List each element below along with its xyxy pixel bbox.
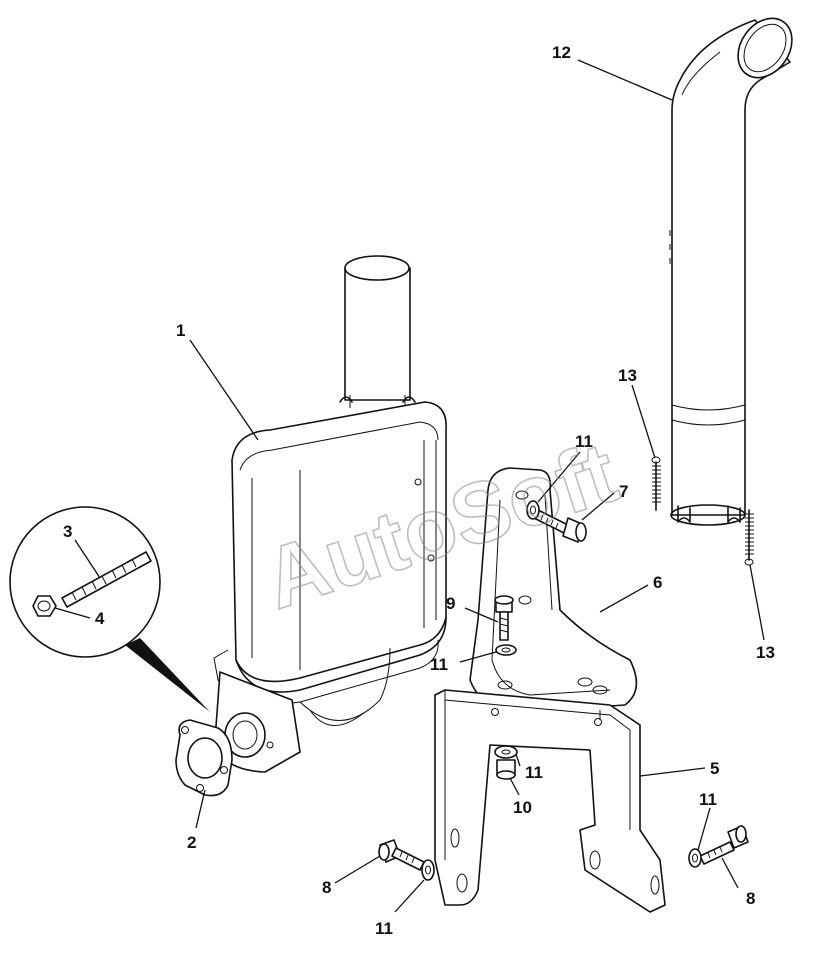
frame-bracket[interactable] bbox=[434, 689, 666, 913]
bolt-7[interactable] bbox=[533, 509, 587, 543]
washer-left[interactable] bbox=[421, 859, 435, 881]
washer-nut[interactable] bbox=[494, 745, 518, 759]
callout-8-right: 8 bbox=[746, 889, 755, 908]
callout-11-left: 11 bbox=[375, 919, 393, 938]
tail-pipe[interactable] bbox=[669, 8, 803, 526]
spring-lower[interactable] bbox=[744, 509, 754, 566]
washer-upper[interactable] bbox=[526, 500, 540, 520]
bolt-9[interactable] bbox=[494, 595, 514, 641]
callout-10: 10 bbox=[513, 798, 532, 817]
callout-4: 4 bbox=[95, 609, 105, 628]
detail-view bbox=[9, 506, 210, 712]
callout-12: 12 bbox=[552, 43, 571, 62]
gasket[interactable] bbox=[175, 719, 233, 797]
callout-11-right: 11 bbox=[699, 790, 717, 809]
bolt-8-left[interactable] bbox=[378, 839, 425, 871]
callout-1: 1 bbox=[176, 321, 185, 340]
callout-11-nut: 11 bbox=[525, 763, 543, 782]
callout-8-left: 8 bbox=[322, 878, 331, 897]
callout-labels: 1 2 3 4 5 6 7 8 8 9 10 11 11 11 11 11 12… bbox=[63, 43, 775, 938]
callout-11-upper: 11 bbox=[575, 432, 593, 451]
callout-9: 9 bbox=[446, 594, 455, 613]
muffler[interactable] bbox=[213, 255, 447, 773]
callout-5: 5 bbox=[710, 759, 719, 778]
callout-13-lower: 13 bbox=[756, 643, 775, 662]
nut[interactable] bbox=[32, 595, 57, 617]
callout-6: 6 bbox=[653, 573, 662, 592]
callout-11-mid: 11 bbox=[430, 655, 448, 674]
spring-upper[interactable] bbox=[651, 456, 661, 511]
washer-right[interactable] bbox=[688, 848, 702, 868]
callout-13-upper: 13 bbox=[618, 366, 637, 385]
lock-nut[interactable] bbox=[496, 759, 516, 780]
leader-lines bbox=[54, 59, 765, 913]
callout-7: 7 bbox=[619, 482, 628, 501]
callout-3: 3 bbox=[63, 522, 72, 541]
stud[interactable] bbox=[61, 551, 152, 608]
washer-mid[interactable] bbox=[495, 644, 517, 656]
callout-2: 2 bbox=[187, 833, 196, 852]
bolt-8-right[interactable] bbox=[699, 825, 749, 865]
